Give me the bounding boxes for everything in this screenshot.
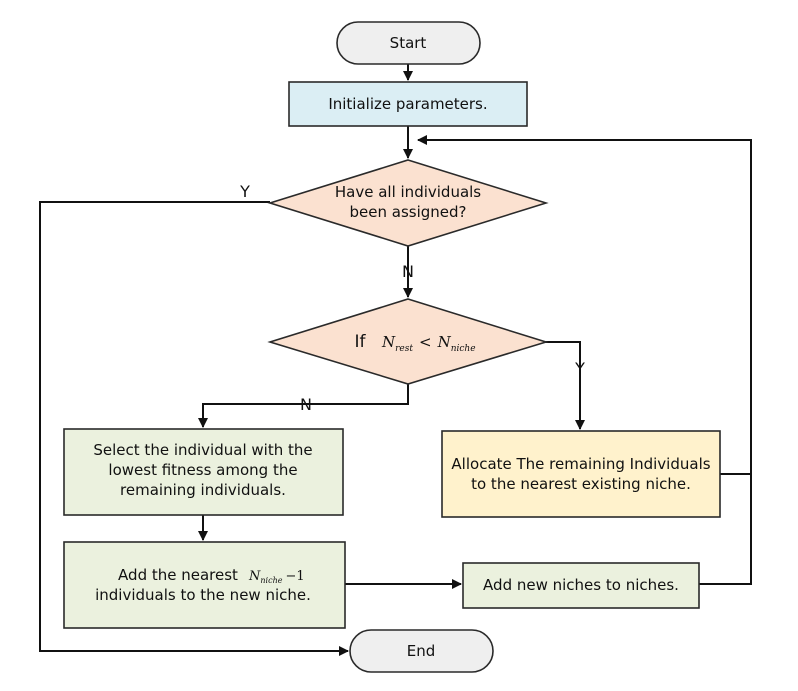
add-new-niches-box: Add new niches to niches.: [462, 562, 700, 609]
end-terminal: End: [349, 629, 494, 673]
allocate-box: Allocate The remaining Individuals to th…: [441, 430, 721, 518]
initialize-label: Initialize parameters.: [328, 95, 487, 113]
loop-back-from-allocate: [417, 135, 752, 475]
select-line3: remaining individuals.: [120, 481, 286, 499]
edge-label-no-2: N: [300, 395, 312, 414]
arrow-niche-yes-to-allocate: [545, 341, 585, 430]
add-new-niches-label: Add new niches to niches.: [483, 576, 679, 594]
decision-assigned-line1: Have all individuals: [335, 183, 481, 201]
loop-back-from-newniche: [699, 474, 752, 585]
edge-label-yes-1: Y: [239, 182, 250, 201]
arrow-decision-yes-to-end: [39, 201, 349, 656]
allocate-line1: Allocate The remaining Individuals: [451, 455, 710, 473]
decision-assigned-line2: been assigned?: [350, 203, 467, 221]
select-individual-box: Select the individual with the lowest fi…: [63, 428, 344, 516]
add-nearest-pre: Add the nearest: [118, 566, 238, 584]
start-terminal: Start: [336, 21, 481, 65]
add-nearest-box: Add the nearest Nniche−1 individuals to …: [63, 541, 346, 629]
allocate-line2: to the nearest existing niche.: [471, 475, 691, 493]
arrow-niche-no-to-select: [198, 384, 409, 428]
connectors: [39, 64, 752, 656]
add-nearest-line2: individuals to the new niche.: [95, 586, 311, 604]
start-label: Start: [390, 34, 427, 52]
decision-all-assigned: Have all individuals been assigned?: [267, 159, 549, 247]
decision-formula: Nrest<Nniche: [381, 333, 476, 354]
decision-niche-compare: If Nrest<Nniche: [267, 298, 549, 385]
end-label: End: [407, 642, 436, 660]
select-line1: Select the individual with the: [93, 441, 312, 459]
initialize-box: Initialize parameters.: [288, 81, 528, 127]
decision-if-label: If: [355, 332, 367, 352]
add-nearest-formula: Nniche−1: [248, 569, 305, 585]
edge-label-yes-2: Y: [574, 359, 585, 378]
select-line2: lowest fitness among the: [108, 461, 297, 479]
edge-label-no-1: N: [402, 262, 414, 281]
